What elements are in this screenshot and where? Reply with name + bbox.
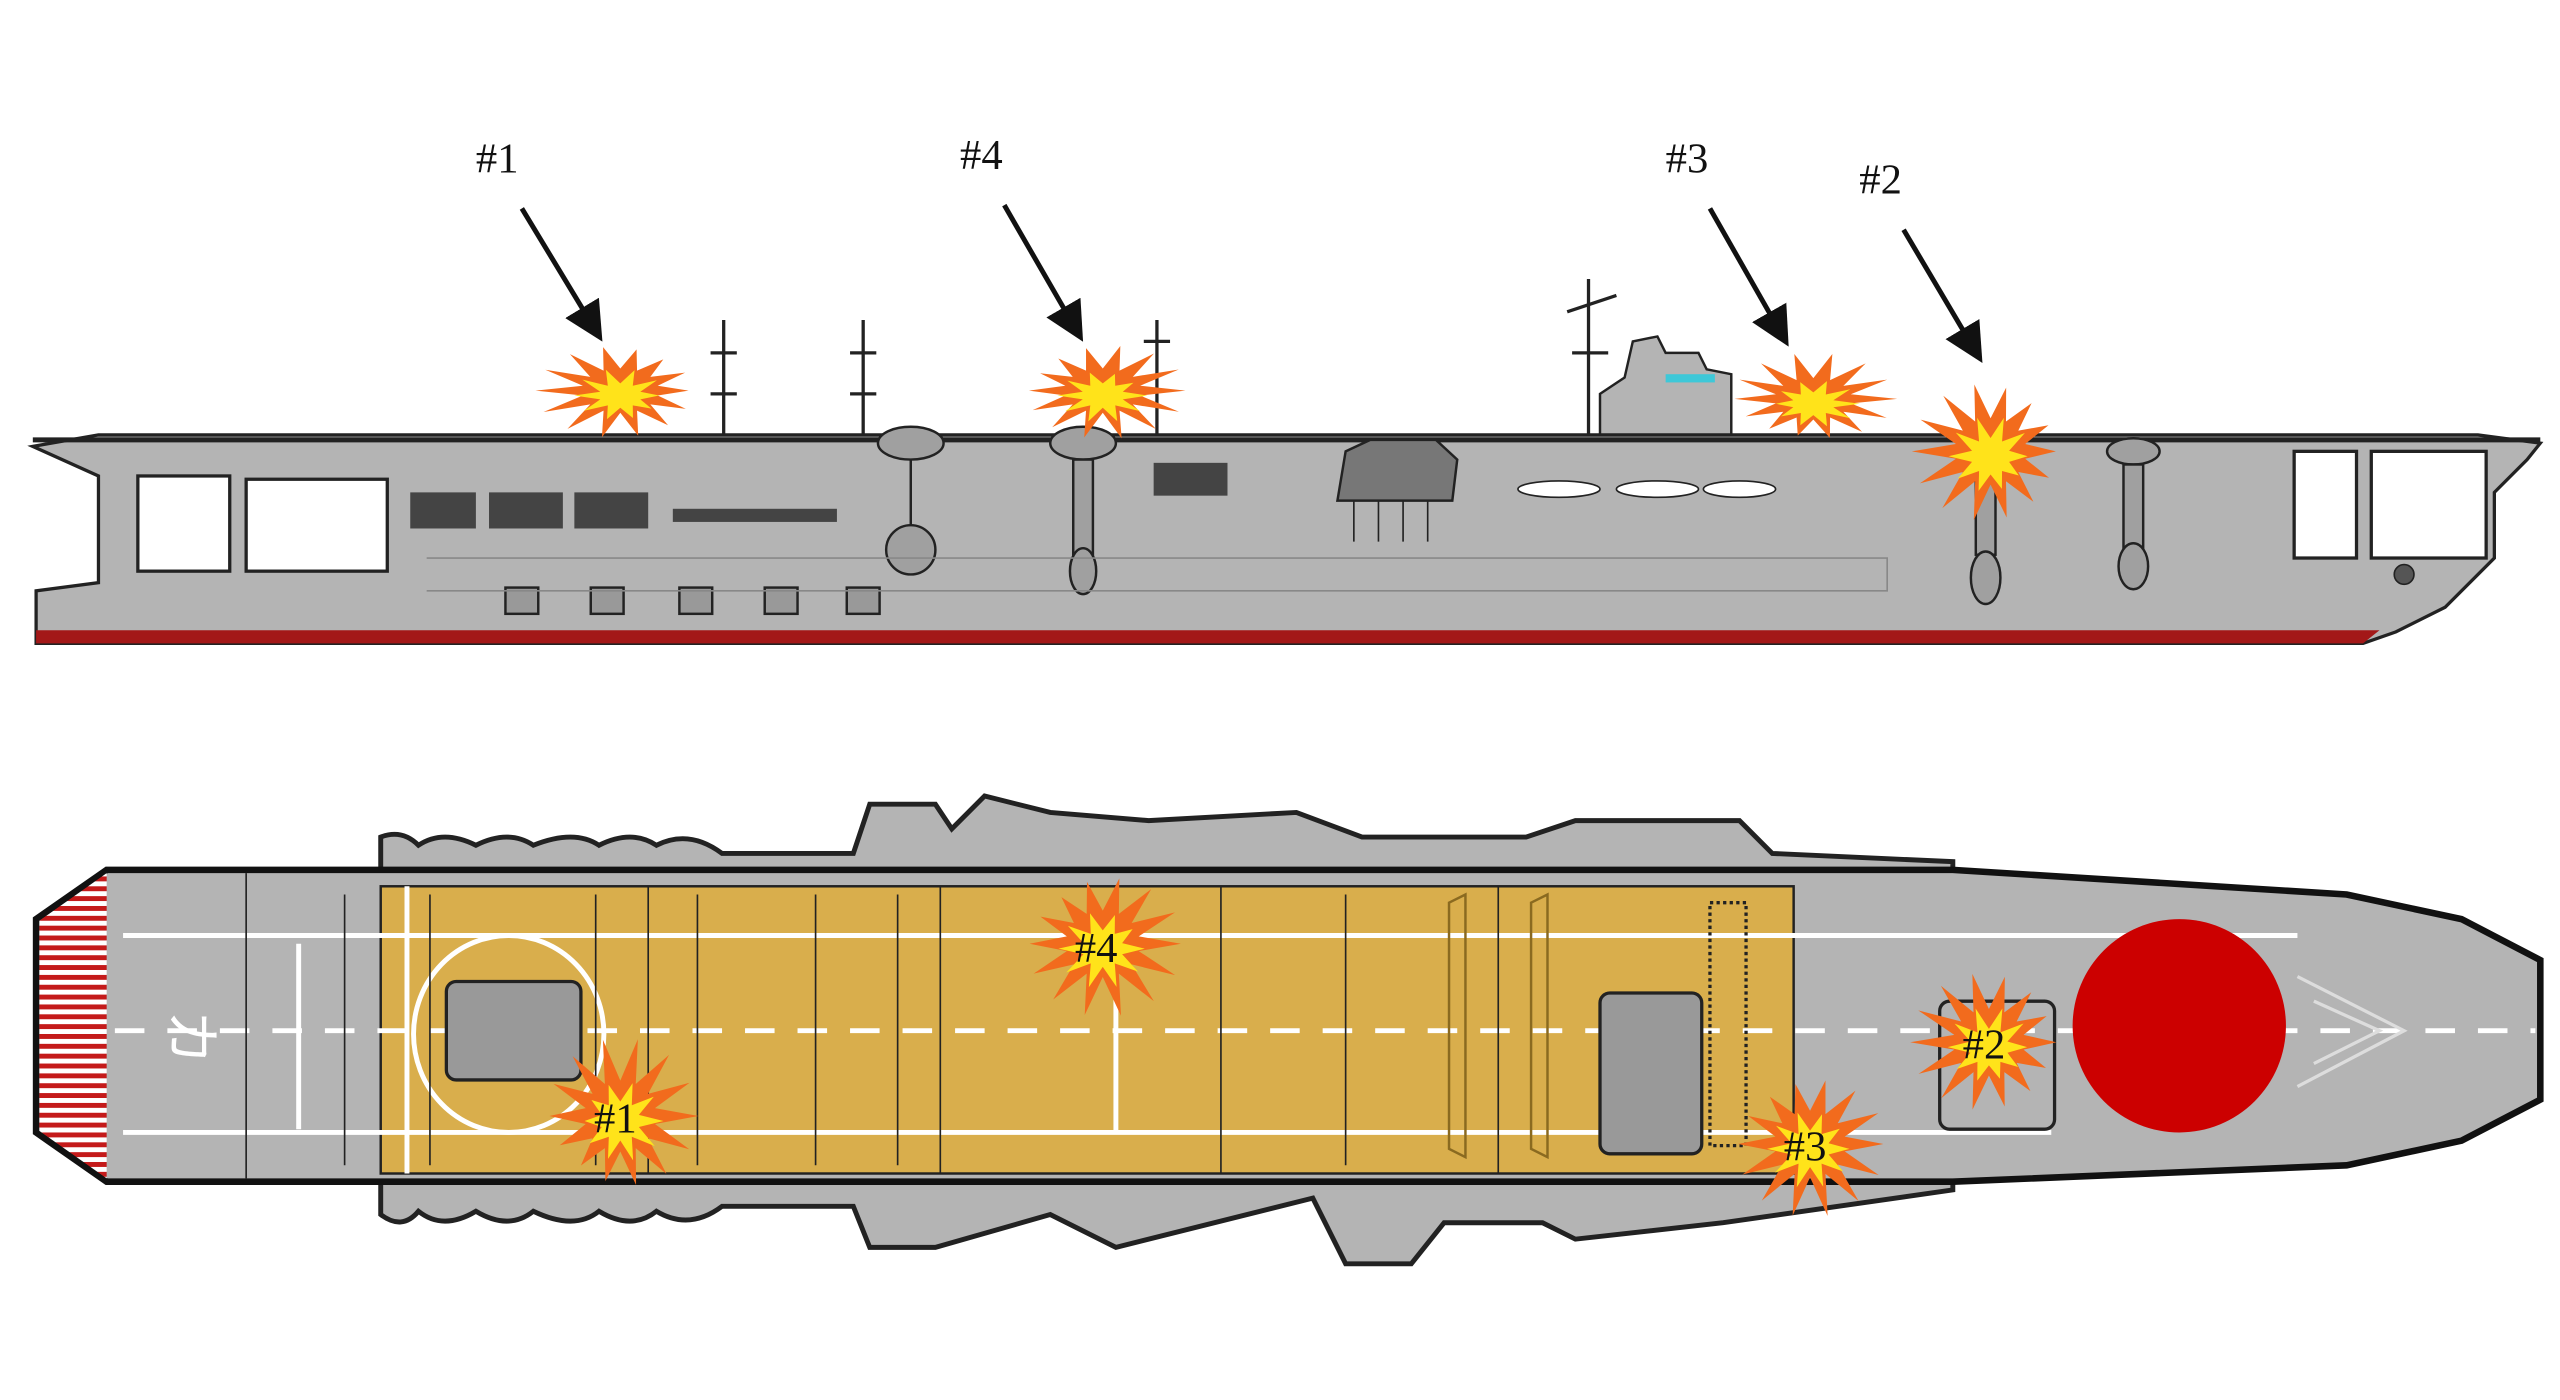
- elevator-forward: [1598, 991, 1704, 1156]
- bow-chevron: [2296, 975, 2408, 1088]
- plan-hit-label-1: #1: [594, 1095, 637, 1142]
- plan-hit-label-2: #2: [1963, 1022, 2006, 1069]
- crash-barrier: [1708, 901, 1748, 1148]
- plan-explosion-3: [1738, 1080, 1884, 1216]
- profile-explosion-1: [535, 347, 689, 438]
- plan-sponsons: [378, 793, 1956, 1267]
- plan-explosion-1: [549, 1039, 699, 1185]
- arrow-hit-4: [1002, 203, 1084, 342]
- arrow-hit-1: [519, 207, 603, 342]
- explosions: [535, 345, 2057, 1216]
- casemate-guns: [504, 586, 881, 616]
- profile-hit-label-1: #1: [476, 135, 519, 182]
- profile-explosion-2: [1911, 384, 2056, 521]
- explosion-inner: [1058, 913, 1145, 988]
- arrow-hit-2: [1901, 228, 1983, 363]
- sponsons: [876, 425, 2161, 606]
- hull: [27, 433, 2544, 646]
- explosion-inner: [574, 369, 660, 420]
- boot-topping: [36, 630, 2380, 644]
- arrow-hit-3: [1707, 207, 1789, 347]
- hangar-openings: [410, 462, 1228, 529]
- profile-hit-label-2: #2: [1859, 157, 1902, 204]
- funnel-supports: [1353, 500, 1429, 542]
- explosion-inner: [1057, 372, 1148, 422]
- plan-hit-label-3: #3: [1784, 1123, 1827, 1170]
- explosion-inner: [1775, 381, 1860, 427]
- hull-marking: カ: [158, 1009, 223, 1065]
- profile-hit-label-4: #4: [960, 132, 1003, 179]
- arrester-wires: [245, 873, 1500, 1179]
- masts: [710, 279, 1617, 435]
- elevator-aft: [444, 979, 583, 1082]
- explosion-inner: [1767, 1112, 1850, 1188]
- explosion-inner: [584, 1083, 664, 1161]
- plan-explosion-2: [1910, 973, 2057, 1110]
- boats: [1517, 480, 1777, 499]
- plan-hit-label-4: #4: [1075, 925, 1118, 972]
- funnel: [1335, 438, 1459, 502]
- island-superstructure: [1598, 335, 1733, 437]
- stern-stripes: [39, 873, 107, 1179]
- wind-screens: [1447, 892, 1549, 1160]
- hinomaru: [2072, 919, 2286, 1133]
- explosion-inner: [1947, 1008, 2028, 1081]
- explosion-inner: [1948, 417, 2028, 491]
- profile-explosion-3: [1734, 354, 1898, 438]
- profile-explosion-4: [1028, 345, 1186, 439]
- flight-deck-plan-view: カ: [32, 793, 2544, 1267]
- hit-arrows: [519, 203, 1983, 363]
- plan-explosion-4: [1029, 878, 1181, 1016]
- profile-hit-label-3: #3: [1666, 135, 1709, 182]
- side-profile-view: [27, 279, 2544, 646]
